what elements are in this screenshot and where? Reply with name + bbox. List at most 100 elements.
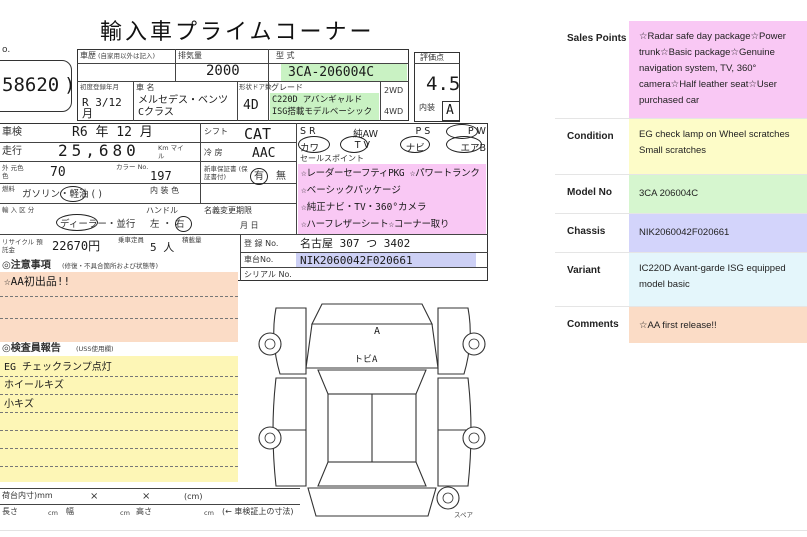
main-table <box>0 123 488 281</box>
drive-4wd: 4WD <box>384 107 404 116</box>
notes-label: ◎注意事項 <box>2 260 51 271</box>
import-label: 輸 入 区 分 <box>2 206 35 214</box>
lot-bracket: ) <box>64 74 76 96</box>
shift-value: CAT <box>244 125 272 143</box>
info-row-sales-points: Sales Points ☆Radar safe day package☆Pow… <box>555 21 807 118</box>
score-box <box>414 52 460 122</box>
info-value-variant: IC220D Avant-garde ISG equipped model ba… <box>629 253 807 306</box>
inspection-label: 車検 <box>2 127 22 138</box>
car-name-label: 車 名 <box>136 83 155 92</box>
inspector-note: (USS使用欄) <box>76 345 114 353</box>
mileage-label: 走行 <box>2 146 22 157</box>
info-row-model-no: Model No 3CA 206004C <box>555 174 807 213</box>
diagram-hood-top <box>311 303 433 325</box>
reg-no-label: 登 録 No. <box>244 239 279 248</box>
header-grid <box>77 49 409 121</box>
color-label: 外 元色 色 <box>2 164 24 180</box>
sales-point-4: ☆ハーフレザーシート☆コーナー取り <box>301 219 450 230</box>
info-key-chassis: Chassis <box>567 226 606 237</box>
import-value: ディーラー・並行 <box>60 219 136 230</box>
interior-label: 内装 <box>419 103 435 112</box>
wheel-front-left <box>258 332 282 356</box>
sales-point-2: ☆ベーシックパッケージ <box>301 185 401 196</box>
diagram-rear-window <box>317 461 427 487</box>
info-value-sales-points: ☆Radar safe day package☆Power trunk☆Basi… <box>629 21 807 118</box>
chassis-value: NIK2060042F020661 <box>300 254 413 267</box>
type-value: 3CA-206004C <box>288 65 375 80</box>
equip-aw: 純AW <box>353 129 379 140</box>
history-note: (自家用以外は記入) <box>98 52 156 60</box>
info-key-comments: Comments <box>567 319 619 330</box>
warranty-no: 無 <box>276 171 286 182</box>
capacity-label: 乗車定員 <box>118 236 144 244</box>
shift-label: シフト <box>204 127 228 136</box>
car-name-value: メルセデス・ベンツ Cクラス <box>138 95 228 118</box>
info-table: Sales Points ☆Radar safe day package☆Pow… <box>555 21 807 343</box>
displacement-label: 排気量 <box>178 51 202 60</box>
grade-label: グレード <box>271 83 303 92</box>
inspector-area <box>0 356 238 482</box>
grade-value: C220D アバンギャルド ISG搭載モデルベーシック <box>272 95 373 117</box>
mileage-unit: Km マイル <box>158 144 184 160</box>
wheel-spare <box>436 486 460 510</box>
car-diagram <box>258 303 486 517</box>
inspector-label: ◎検査員報告 <box>2 343 61 354</box>
score-label: 評価点 <box>420 53 444 62</box>
info-key-sales-points: Sales Points <box>567 33 627 44</box>
recycle-value: 22670円 <box>52 239 101 253</box>
reg-no-value: 名古屋 307 つ 3402 <box>300 237 411 250</box>
history-label: 車歴 <box>80 51 96 60</box>
lot-number: 58620 <box>2 74 60 96</box>
info-row-chassis: Chassis NIK2060042F020661 <box>555 213 807 252</box>
info-value-chassis: NIK2060042F020661 <box>629 214 807 252</box>
chassis-label: 車台No. <box>244 255 274 264</box>
handle-label: ハンドル <box>146 206 178 215</box>
auction-sheet: 輸入車プライムコーナー o. 58620 ) 車歴 (自家用以外は記入) 排気量… <box>0 20 488 519</box>
wheel-front-right <box>462 332 486 356</box>
warranty-label: 新車保証書 (保証書付) <box>204 165 248 181</box>
score-value: 4.5 <box>426 73 461 95</box>
interior-value: A <box>446 103 454 118</box>
wheel-rear-right <box>462 426 486 450</box>
notes-value: ☆AA初出品!! <box>4 275 71 288</box>
type-label: 型 式 <box>276 51 295 60</box>
inspector-line-3: 小キズ <box>4 399 34 410</box>
load-label: 積載量 <box>182 236 202 244</box>
diagram-mark-a: A <box>374 326 381 337</box>
inspection-value: R6 年 12 月 <box>72 125 153 140</box>
info-value-condition: EG check lamp on Wheel scratches Small s… <box>629 119 807 174</box>
spare-label: スペア <box>454 511 474 519</box>
lot-box <box>0 60 72 112</box>
interior-color-label: 内 装 色 <box>150 186 180 195</box>
diagram-windshield <box>317 369 427 395</box>
info-key-condition: Condition <box>567 131 614 142</box>
sales-point-1: ☆レーダーセーフティPKG ☆パワートランク <box>301 168 480 179</box>
inspector-line-1: EG チェックランプ点灯 <box>4 362 112 373</box>
ac-label: 冷 房 <box>204 148 223 157</box>
ac-value: AAC <box>252 146 276 161</box>
wheel-rear-left <box>258 426 282 450</box>
inspector-line-2: ホイールキズ <box>4 380 64 391</box>
notes-area <box>0 272 238 342</box>
info-key-model-no: Model No <box>567 187 612 198</box>
handle-value: 左 ・ 右 <box>150 219 185 230</box>
sheet-title: 輸入車プライムコーナー <box>100 20 375 45</box>
footer-divider <box>0 530 807 531</box>
fuel-label: 燃料 <box>2 185 15 193</box>
serial-label: シリアル No. <box>244 270 292 279</box>
first-reg-value: R 3/12月 <box>82 96 122 120</box>
color-code-value: 197 <box>150 169 172 183</box>
equip-sr: S R <box>300 126 316 137</box>
sales-points-list: ☆レーダーセーフティPKG ☆パワートランク ☆ベーシックパッケージ ☆純正ナビ… <box>301 165 487 233</box>
first-reg-label: 初度登録年月 <box>80 83 119 91</box>
capacity-value: 5 人 <box>150 241 175 254</box>
drive-2wd: 2WD <box>384 86 404 95</box>
info-row-comments: Comments ☆AA first release!! <box>555 306 807 343</box>
color-value: 70 <box>50 165 66 180</box>
lot-prefix: o. <box>2 45 11 55</box>
notes-note: (修復・不具合箇所および状態等) <box>62 262 159 270</box>
bottom-label: 荷台内寸)mm <box>2 491 53 500</box>
info-value-comments: ☆AA first release!! <box>629 307 807 343</box>
name-change-unit: 月 日 <box>240 221 259 230</box>
diagram-mark-tobi-a: トビA <box>354 355 378 365</box>
